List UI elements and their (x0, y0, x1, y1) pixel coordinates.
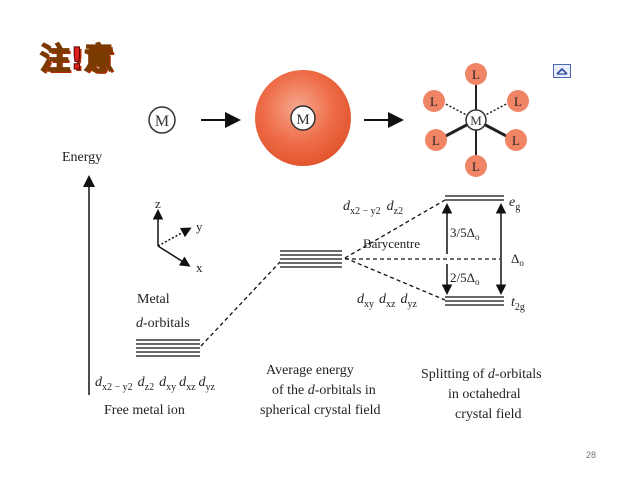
sphere-ion-symbol: M (296, 112, 309, 128)
eg-label: eg (509, 195, 520, 213)
attention-logo: 注!意 (39, 34, 132, 78)
svg-text:d-orbitals: d-orbitals (136, 316, 190, 331)
free-ion-caption: Free metal ion (104, 403, 185, 418)
splitting-caption-line1: Splitting of d-orbitals (421, 367, 542, 382)
energy-label: Energy (62, 150, 102, 165)
metal-label-rest: -orbitals (143, 316, 190, 331)
splitting-arrows (441, 203, 507, 295)
metal-label-d: d (136, 316, 144, 331)
coordinate-axes: z y x (152, 196, 203, 275)
octahedral-complex: L L L L L L M (423, 63, 529, 177)
complex-ion-symbol: M (470, 113, 482, 128)
upper-fraction: 3/5Δo (450, 225, 480, 242)
page-number: 28 (586, 450, 597, 460)
free-ion: M (148, 106, 176, 134)
ligand-upper-right: L (514, 94, 522, 109)
average-caption-line1: Average energy (266, 363, 354, 378)
connector-free-to-average (200, 261, 281, 347)
axis-y-label: y (196, 219, 203, 234)
logo-char-yi: 意 (83, 41, 115, 78)
ligand-top: L (472, 67, 480, 82)
splitting-caption-line2: in octahedral (448, 387, 521, 402)
lower-fraction: 2/5Δo (450, 270, 480, 287)
metal-orbitals-label: Metal d-orbitals (136, 292, 190, 331)
barycentre-label: Barycentre (363, 236, 420, 251)
ligand-upper-left: L (430, 94, 438, 109)
axis-z-label: z (155, 196, 161, 211)
energy-axis: Energy (62, 150, 102, 395)
average-levels (280, 250, 342, 268)
average-caption-line2: of the d-orbitals in (272, 383, 376, 398)
ligand-bottom: L (472, 159, 480, 174)
eg-levels (445, 195, 504, 201)
ligand-lower-right: L (512, 133, 520, 148)
free-ion-symbol: M (155, 113, 169, 130)
axis-x-label: x (196, 260, 203, 275)
ligand-lower-left: L (432, 133, 440, 148)
expand-icon[interactable] (553, 64, 571, 78)
delta-o-label: Δo (511, 251, 524, 268)
logo-exclamation: ! (70, 42, 85, 78)
splitting-caption-line3: crystal field (455, 407, 521, 422)
connector-average-to-eg (344, 199, 446, 259)
t2g-levels (445, 296, 504, 306)
average-caption-line3: spherical crystal field (260, 403, 381, 418)
free-ion-levels (136, 339, 200, 357)
metal-label-line1: Metal (137, 292, 170, 307)
t2g-label: t2g (511, 295, 525, 313)
spherical-field: M (255, 70, 351, 166)
logo-char-zhu: 注 (39, 41, 71, 78)
